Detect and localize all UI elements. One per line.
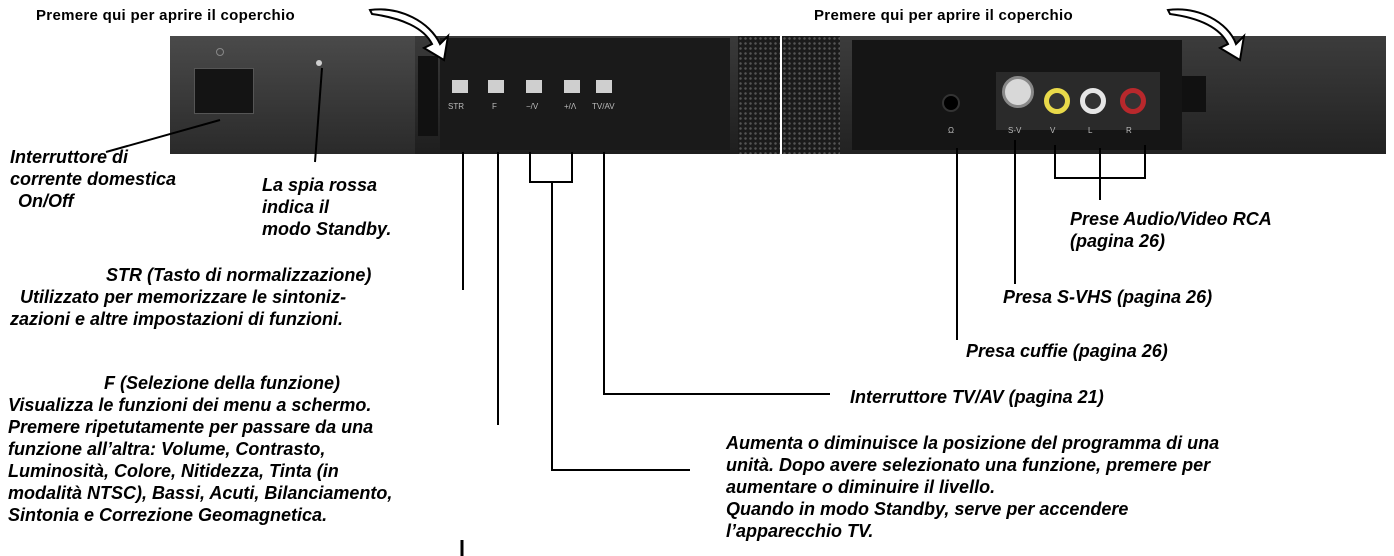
leader-power [105,119,221,153]
button-up[interactable] [564,80,580,93]
str-line-1: STR (Tasto di normalizzazione) [106,265,372,285]
updown-line-1: Aumenta o diminuisce la posizione del pr… [726,433,1220,453]
f-line-3: Premere ripetutamente per passare da una [8,417,374,437]
jack-label-r: R [1126,126,1132,135]
side-speaker-grille [782,36,840,154]
audio-r-jack-red[interactable] [1120,88,1146,114]
button-label-tvav: TV/AV [592,102,615,111]
front-panel: STR F −/V +/Λ TV/AV [170,36,780,154]
rca-label: Prese Audio/Video RCA (pagina 26) [1070,208,1272,252]
leader-standby [314,67,323,163]
updown-line-5: l’apparecchio TV. [726,521,874,541]
headphones-label: Presa cuffie (pagina 26) [966,341,1168,361]
f-line-6: modalità NTSC), Bassi, Acuti, Bilanciame… [8,483,393,503]
svhs-jack[interactable] [1002,76,1034,108]
open-lid-arrow-icon [368,8,450,62]
standby-line-2: indica il [262,197,330,217]
video-jack-yellow[interactable] [1044,88,1070,114]
power-symbol-icon [216,48,224,56]
button-tvav[interactable] [596,80,612,93]
jack-label-headphones: Ω [948,126,954,135]
tvav-label: Interruttore TV/AV (pagina 21) [850,387,1104,407]
jack-label-l: L [1088,126,1093,135]
open-lid-caption-right: Premere qui per aprire il coperchio [814,7,1073,24]
updown-line-4: Quando in modo Standby, serve per accend… [726,499,1129,519]
jack-label-svhs: S-V [1008,126,1022,135]
f-line-7: Sintonia e Correzione Geomagnetica. [8,505,328,525]
lid-latch [418,56,438,136]
updown-line-3: aumentare o diminuire il livello. [726,477,996,497]
power-switch-line-3: On/Off [18,191,74,211]
button-label-str: STR [448,102,464,111]
str-label: STR (Tasto di normalizzazione) Utilizzat… [10,264,371,330]
rca-line-2: (pagina 26) [1070,231,1166,251]
power-switch-label: Interruttore di corrente domestica On/Of… [10,146,176,212]
f-line-2: Visualizza le funzioni dei menu a scherm… [8,395,372,415]
standby-line-1: La spia rossa [262,175,378,195]
headphone-jack[interactable] [942,94,960,112]
audio-l-jack-white[interactable] [1080,88,1106,114]
button-label-down: −/V [526,102,539,111]
f-label: F (Selezione della funzione) Visualizza … [8,372,392,526]
standby-led-label: La spia rossa indica il modo Standby. [262,174,391,240]
rca-line-1: Prese Audio/Video RCA [1070,209,1272,229]
power-switch-line-2: corrente domestica [10,169,177,189]
open-lid-caption-left: Premere qui per aprire il coperchio [36,7,295,24]
button-label-f: F [492,102,497,111]
button-down[interactable] [526,80,542,93]
button-f[interactable] [488,80,504,93]
side-lid-latch [1182,76,1206,112]
power-switch-line-1: Interruttore di [10,147,129,167]
button-compartment [440,38,730,150]
leader-tvav [603,152,830,395]
side-panel: Ω S-V V L R [782,36,1386,154]
open-lid-arrow-icon-right [1166,8,1246,62]
updown-label: Aumenta o diminuisce la posizione del pr… [726,432,1219,542]
f-line-1: F (Selezione della funzione) [104,373,341,393]
speaker-grille [738,36,780,154]
str-line-3: zazioni e altre impostazioni di funzioni… [10,309,344,329]
power-button[interactable] [194,68,254,114]
standby-led [316,60,322,66]
standby-line-3: modo Standby. [262,219,392,239]
button-label-up: +/Λ [564,102,577,111]
button-str[interactable] [452,80,468,93]
jack-label-v: V [1050,126,1056,135]
leader-updown [529,152,573,183]
updown-line-2: unità. Dopo avere selezionato una funzio… [726,455,1211,475]
leader-updown-drop [551,182,690,471]
svhs-label: Presa S-VHS (pagina 26) [1003,287,1213,307]
str-line-2: Utilizzato per memorizzare le sintoniz- [20,287,347,307]
f-line-5: Luminosità, Colore, Nitidezza, Tinta (in [8,461,339,481]
f-line-4: funzione all’altra: Volume, Contrasto, [8,439,326,459]
